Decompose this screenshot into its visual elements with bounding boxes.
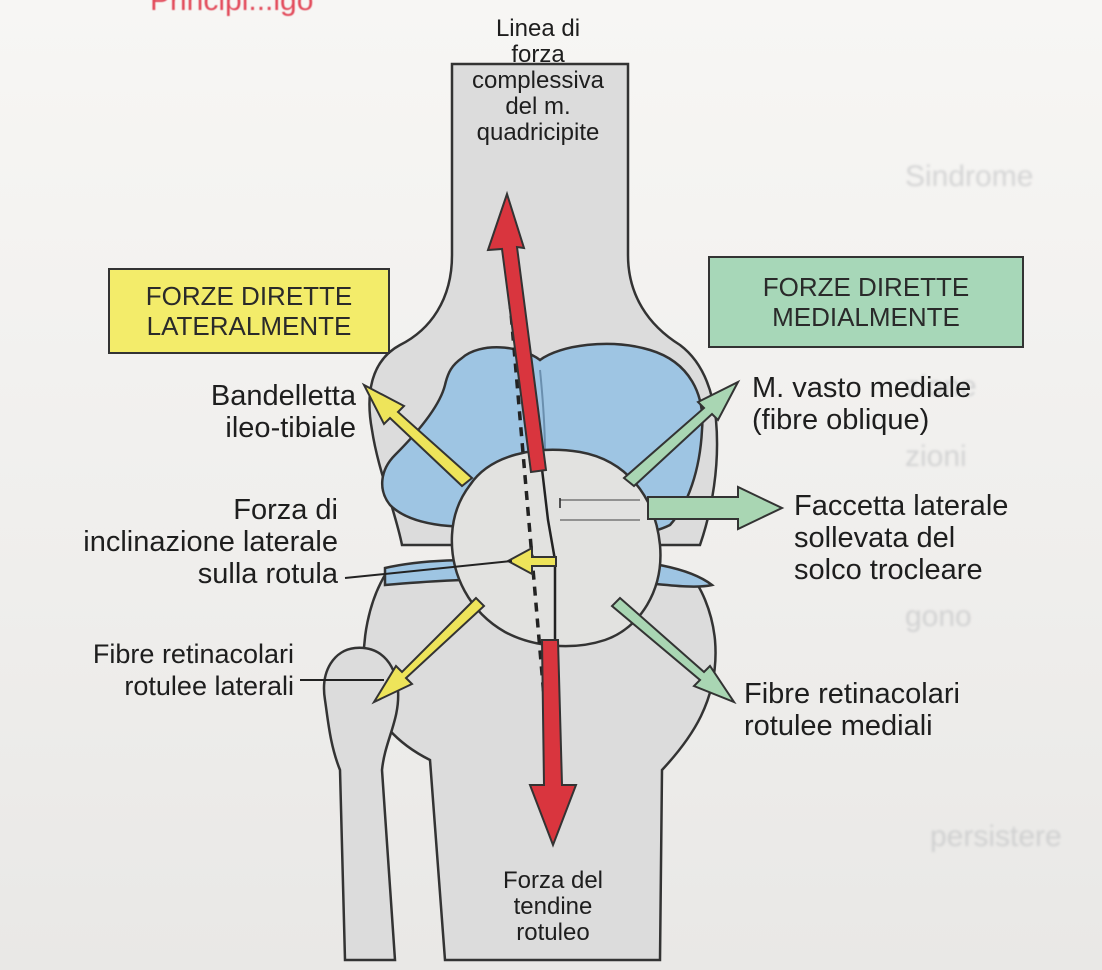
medial-forces-box-line2: MEDIALMENTE — [772, 302, 960, 332]
quadriceps-line-label-line3: complessiva — [448, 68, 628, 94]
lateral-retinaculum-label-line2: rotulee laterali — [12, 670, 294, 702]
quadriceps-line-label-line2: forza — [448, 42, 628, 68]
lateral-tilt-label: Forza di inclinazione laterale sulla rot… — [20, 494, 338, 590]
lateral-forces-box: FORZE DIRETTE LATERALMENTE — [108, 268, 390, 354]
medial-retinaculum-label: Fibre retinacolari rotulee mediali — [744, 678, 1044, 742]
lateral-tilt-label-line1: Forza di — [20, 494, 338, 526]
quadriceps-line-label: Linea di forza complessiva del m. quadri… — [448, 16, 628, 146]
quadriceps-line-label-line4: del m. — [448, 94, 628, 120]
iliotibial-band-label: Bandelletta ileo-tibiale — [120, 380, 356, 444]
lateral-facet-label-line2: sollevata del — [794, 522, 1094, 554]
lateral-facet-label: Faccetta laterale sollevata del solco tr… — [794, 490, 1094, 586]
quadriceps-line-label-line5: quadricipite — [448, 120, 628, 146]
lateral-tilt-label-line3: sulla rotula — [20, 558, 338, 590]
lateral-retinaculum-label: Fibre retinacolari rotulee laterali — [12, 638, 294, 702]
lateral-forces-box-line1: FORZE DIRETTE — [146, 281, 353, 311]
medial-retinaculum-label-line2: rotulee mediali — [744, 710, 1044, 742]
lateral-tilt-label-line2: inclinazione laterale — [20, 526, 338, 558]
iliotibial-band-label-line2: ileo-tibiale — [120, 412, 356, 444]
medial-forces-box: FORZE DIRETTE MEDIALMENTE — [708, 256, 1024, 348]
lateral-facet-label-line1: Faccetta laterale — [794, 490, 1094, 522]
vastus-medialis-label-line2: (fibre oblique) — [752, 404, 1052, 436]
medial-forces-box-line1: FORZE DIRETTE — [763, 272, 970, 302]
medial-retinaculum-label-line1: Fibre retinacolari — [744, 678, 1044, 710]
lateral-retinaculum-label-line1: Fibre retinacolari — [12, 638, 294, 670]
patellar-tendon-label-line3: rotuleo — [468, 920, 638, 946]
lateral-forces-box-line2: LATERALMENTE — [147, 311, 352, 341]
patellar-tendon-label: Forza del tendine rotuleo — [468, 868, 638, 946]
quadriceps-line-label-line1: Linea di — [448, 16, 628, 42]
patellar-tendon-label-line1: Forza del — [468, 868, 638, 894]
lateral-facet-label-line3: solco trocleare — [794, 554, 1094, 586]
vastus-medialis-label: M. vasto mediale (fibre oblique) — [752, 372, 1052, 436]
vastus-medialis-label-line1: M. vasto mediale — [752, 372, 1052, 404]
patellar-tendon-label-line2: tendine — [468, 894, 638, 920]
iliotibial-band-label-line1: Bandelletta — [120, 380, 356, 412]
